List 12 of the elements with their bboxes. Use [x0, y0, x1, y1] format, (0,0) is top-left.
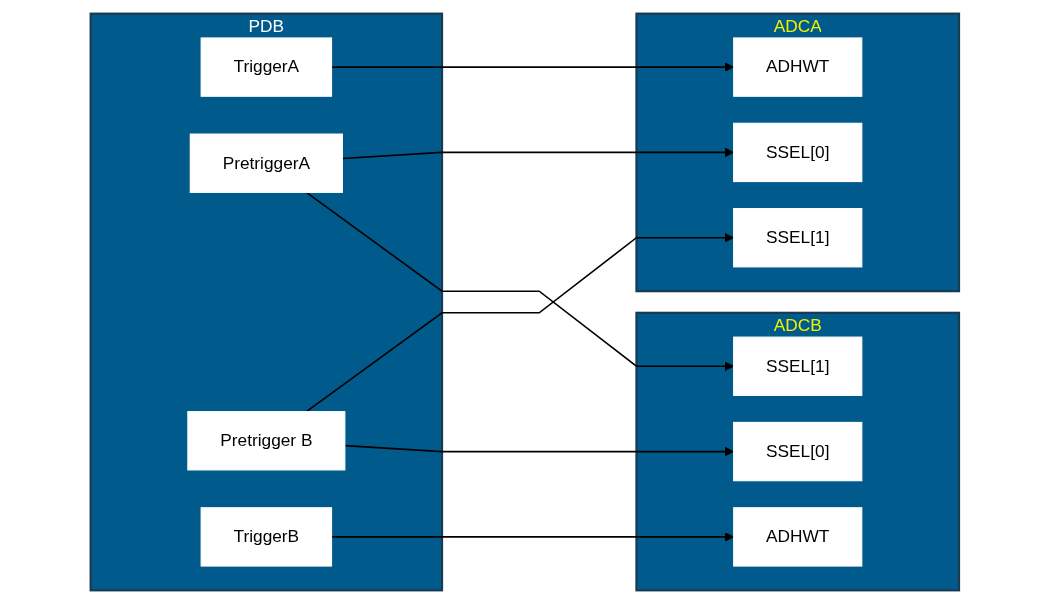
node-box: ADHWT: [732, 507, 862, 567]
node-box: SSEL[0]: [732, 122, 863, 183]
node-box: Pretrigger B: [186, 411, 346, 471]
arrow: [305, 233, 734, 413]
node-box: SSEL[0]: [732, 421, 863, 482]
node-box: ADHWT: [732, 37, 862, 97]
arrow: [305, 191, 734, 371]
node-box: SSEL[1]: [732, 208, 863, 268]
node-box: SSEL[1]: [732, 336, 863, 396]
node-box: TriggerB: [200, 507, 332, 567]
node-box: TriggerA: [200, 37, 332, 97]
node-box: PretriggerA: [189, 133, 343, 193]
